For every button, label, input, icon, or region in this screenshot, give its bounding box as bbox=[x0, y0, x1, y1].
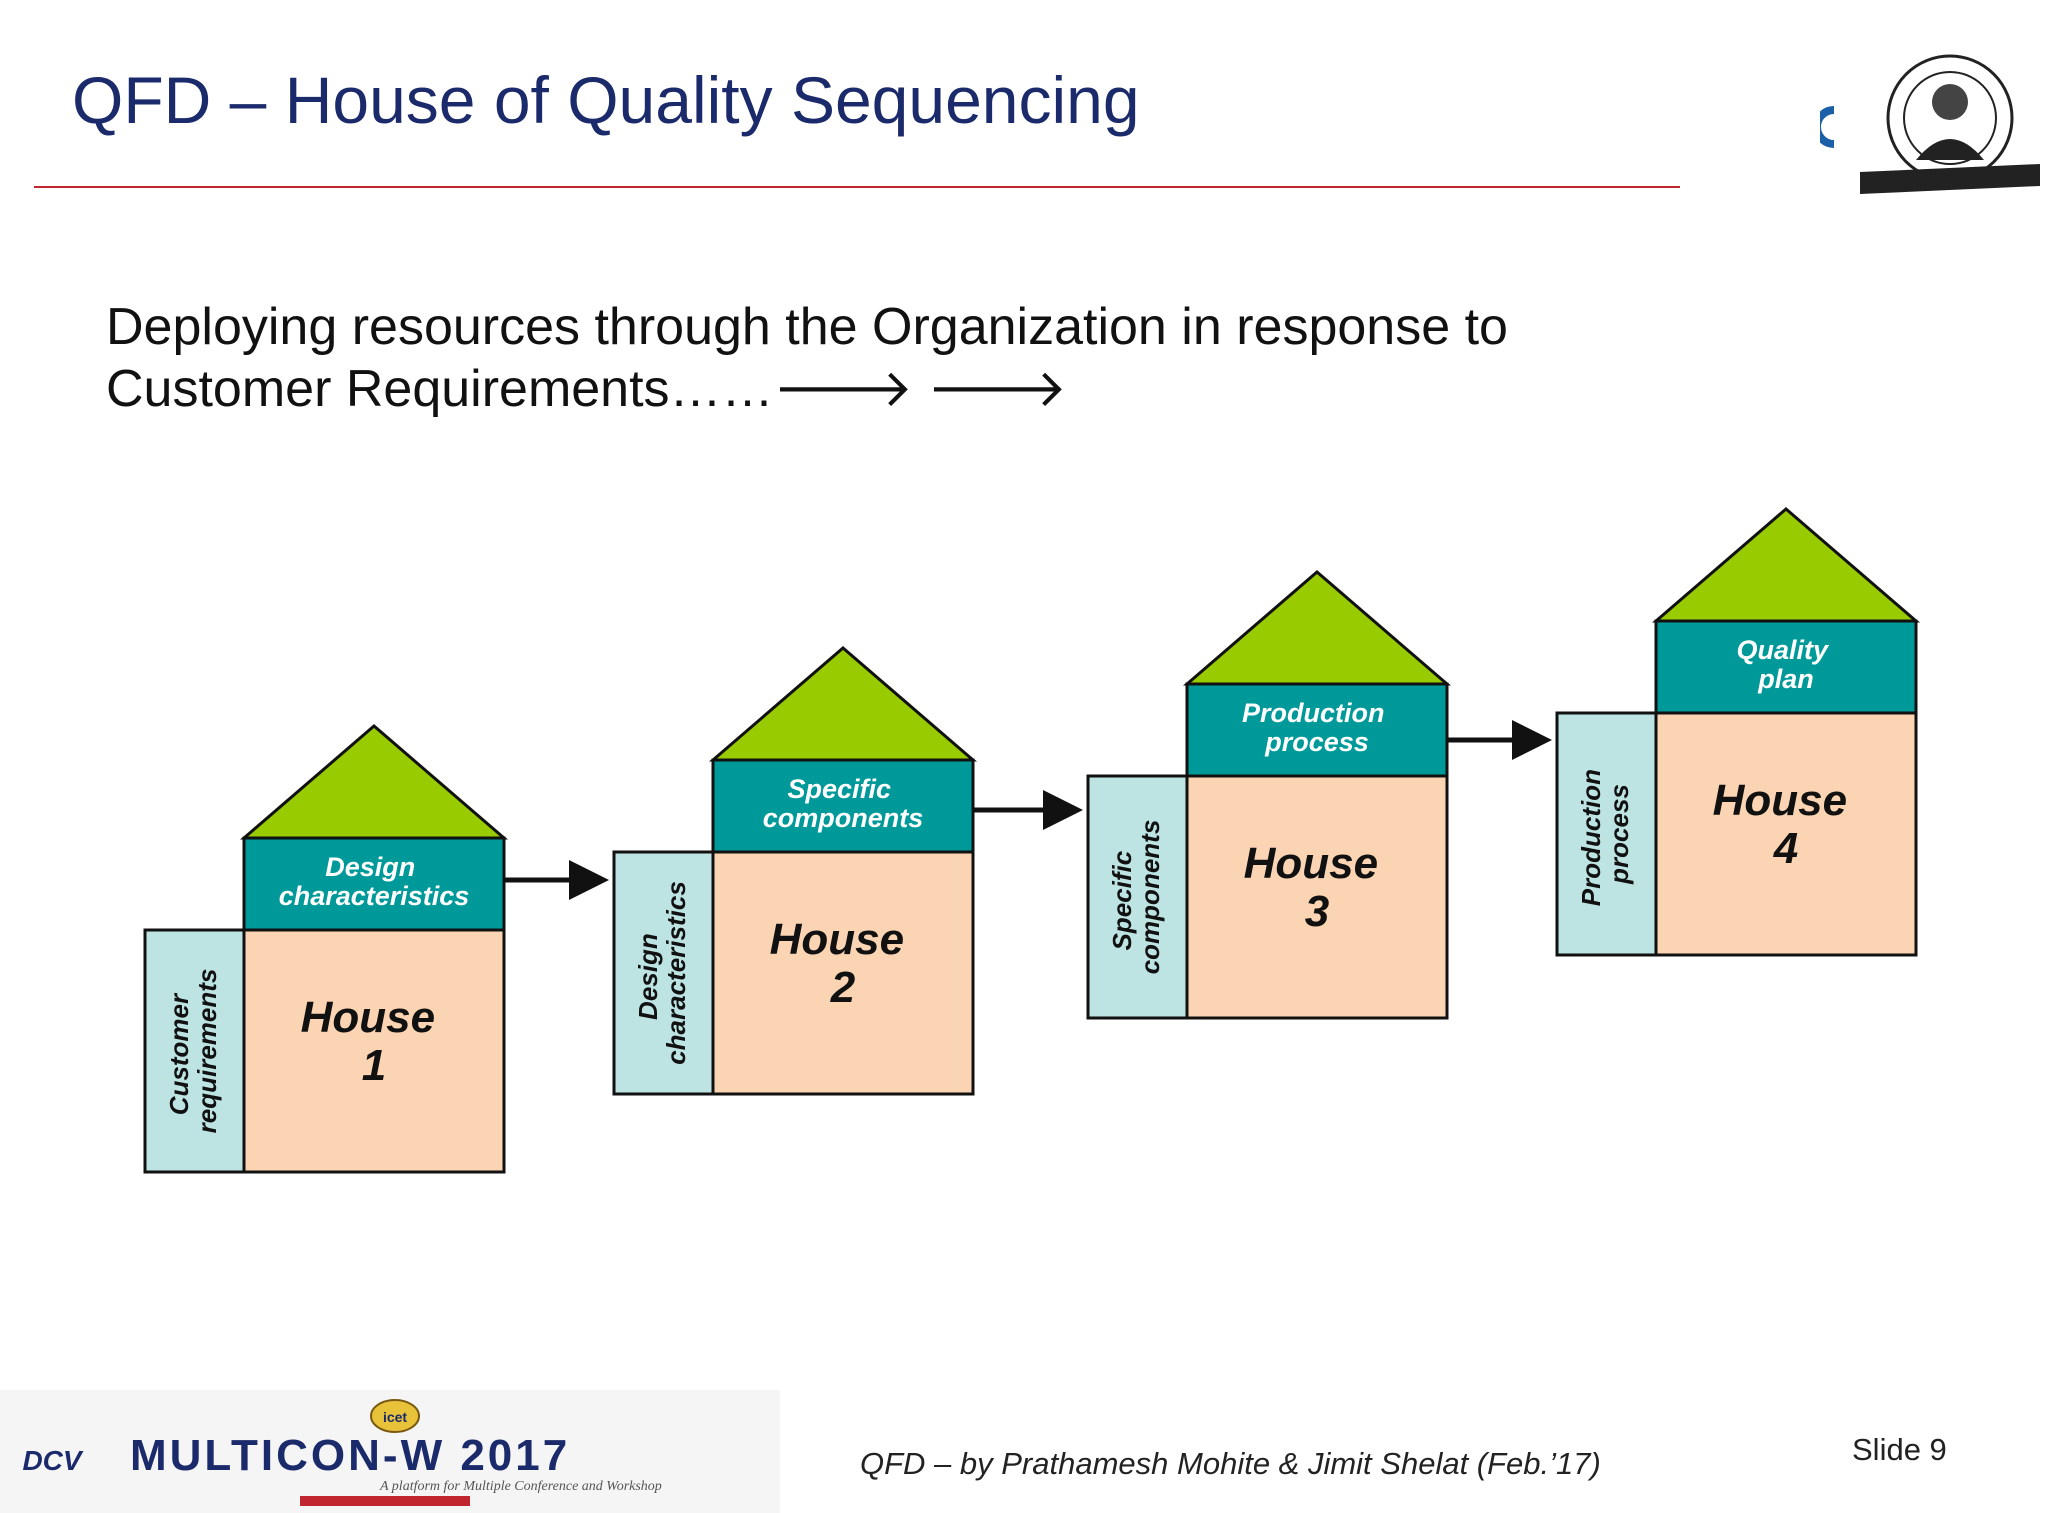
house-4-row-label-1: Production bbox=[1576, 769, 1606, 906]
house-1-name: House bbox=[301, 993, 435, 1042]
title-rule bbox=[34, 186, 1680, 188]
house-4-roof bbox=[1651, 507, 1921, 623]
svg-text:Design characteristics: Design characteristics bbox=[279, 852, 470, 911]
house-1-row-label-1: Customer bbox=[164, 992, 194, 1115]
subtitle-line-2: Customer Requirements……🡒 🡒 bbox=[106, 360, 1067, 418]
house-2-row-label-2: characteristics bbox=[661, 881, 691, 1065]
footer-credit: QFD – by Prathamesh Mohite & Jimit Shela… bbox=[860, 1446, 1601, 1481]
subtitle-line-1: Deploying resources through the Organiza… bbox=[106, 298, 1508, 356]
svg-text:Design characteristics: Design characteristics bbox=[633, 881, 691, 1065]
svg-text:House 1: House 1 bbox=[301, 993, 448, 1090]
house-3-matrix bbox=[1185, 774, 1449, 1020]
subtitle: Deploying resources through the Organiza… bbox=[106, 296, 1508, 420]
institute-seal-logo bbox=[1820, 54, 2040, 194]
house-3-number: 3 bbox=[1305, 887, 1329, 936]
house-3-row-label-2: components bbox=[1135, 820, 1165, 975]
house-3: Production process Specific components H… bbox=[1086, 570, 1452, 1020]
house-1-row-label-2: requirements bbox=[192, 969, 222, 1134]
svg-text:Specific components: Specific components bbox=[1107, 820, 1165, 975]
house-3-roof bbox=[1182, 570, 1452, 686]
house-2-name: House bbox=[770, 915, 904, 964]
house-2-row-label bbox=[612, 850, 715, 1096]
house-3-column-header bbox=[1185, 682, 1449, 778]
house-3-name: House bbox=[1244, 839, 1378, 888]
house-4-column-label-1: Quality bbox=[1736, 635, 1830, 665]
svg-text:Production process: Production process bbox=[1576, 762, 1634, 906]
house-2-row-label-1: Design bbox=[633, 933, 663, 1020]
house-3-row-label bbox=[1086, 774, 1189, 1020]
house-2-matrix bbox=[711, 850, 975, 1096]
svg-text:Customer requirements: Customer requirements bbox=[164, 969, 222, 1134]
house-1: Design characteristics Customer requirem… bbox=[143, 724, 509, 1174]
house-4: Quality plan Production process House 4 bbox=[1555, 507, 1921, 957]
house-1-number: 1 bbox=[362, 1041, 386, 1090]
house-4-name: House bbox=[1713, 776, 1847, 825]
svg-text:House 2: House 2 bbox=[770, 915, 917, 1012]
house-1-column-header bbox=[242, 836, 506, 932]
footer-logo-badge: icet bbox=[383, 1409, 407, 1425]
house-3-column-label-2: process bbox=[1264, 727, 1369, 757]
house-1-column-label-1: Design bbox=[325, 852, 415, 882]
house-2-column-header bbox=[711, 758, 975, 854]
house-2-column-label-1: Specific bbox=[787, 774, 891, 804]
house-1-matrix bbox=[242, 928, 506, 1174]
house-2: Specific components Design characteristi… bbox=[612, 646, 978, 1096]
house-3-column-label-1: Production bbox=[1242, 698, 1385, 728]
slide-number: Slide 9 bbox=[1852, 1432, 1947, 1467]
house-2-roof bbox=[708, 646, 978, 762]
house-1-column-label-2: characteristics bbox=[279, 881, 470, 911]
house-4-row-label bbox=[1555, 711, 1658, 957]
svg-text:House 4: House 4 bbox=[1713, 776, 1860, 873]
svg-text:DCV: DCV bbox=[22, 1445, 83, 1476]
svg-text:Production process: Production process bbox=[1242, 698, 1392, 757]
house-4-column-header bbox=[1654, 619, 1918, 715]
house-3-row-label-1: Specific bbox=[1107, 850, 1137, 950]
svg-text:Specific components: Specific components bbox=[763, 774, 924, 833]
footer-logo-wordmark: MULTICON-W 2017 bbox=[130, 1431, 570, 1480]
slide-title: QFD – House of Quality Sequencing bbox=[72, 63, 1140, 137]
house-1-roof bbox=[239, 724, 509, 840]
house-2-column-label-2: components bbox=[763, 803, 924, 833]
house-2-number: 2 bbox=[830, 963, 856, 1012]
svg-text:House 3: House 3 bbox=[1244, 839, 1391, 936]
house-4-matrix bbox=[1654, 711, 1918, 957]
house-4-column-label-2: plan bbox=[1757, 664, 1814, 694]
svg-text:Quality plan: Quality plan bbox=[1736, 635, 1835, 694]
house-4-row-label-2: process bbox=[1604, 784, 1634, 885]
house-4-number: 4 bbox=[1773, 824, 1798, 873]
footer-logo-tagline: A platform for Multiple Conference and W… bbox=[379, 1479, 662, 1494]
multicon-footer-logo: icet DCV MULTICON-W 2017 A platform for … bbox=[0, 1390, 780, 1513]
